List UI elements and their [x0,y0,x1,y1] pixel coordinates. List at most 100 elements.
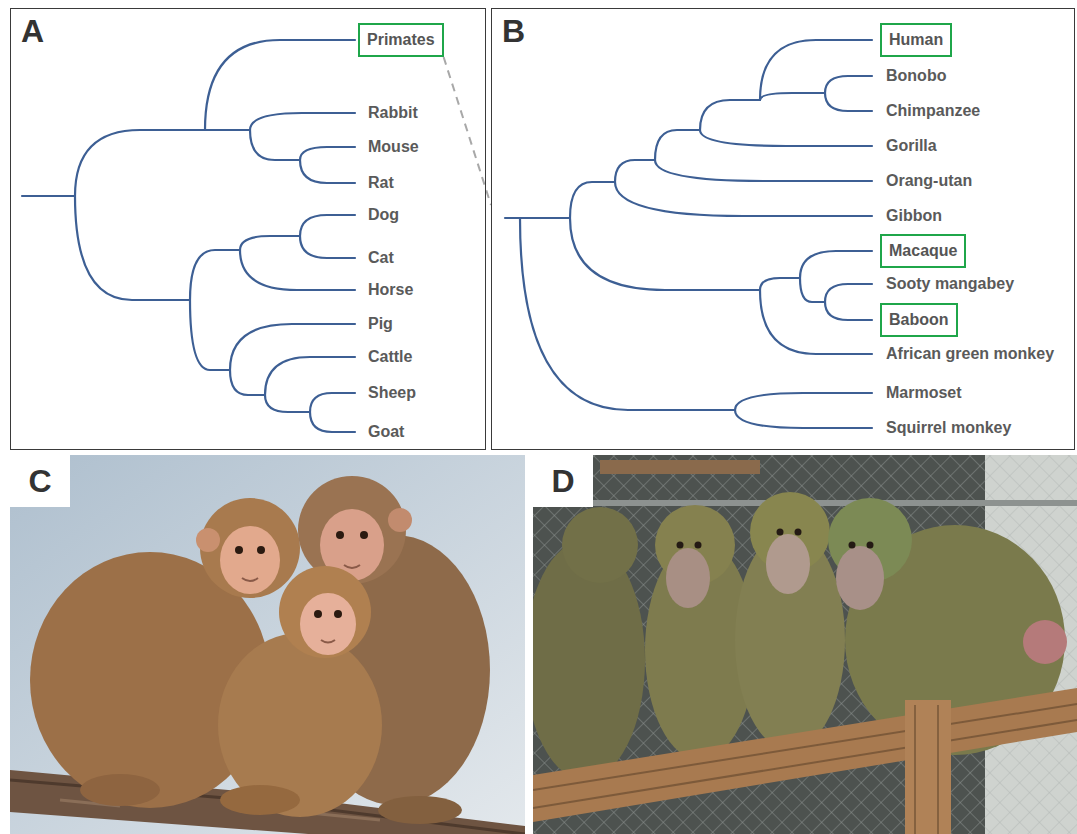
baboon-photo [849,542,856,549]
macaque-photo [218,633,382,817]
baboon-photo [777,529,784,536]
species-name: Macaque [889,241,957,261]
species-label: Goat [368,422,404,442]
baboon-photo [836,546,884,610]
panel-d: D [533,455,1077,834]
tree-b-branches [825,302,872,320]
species-label: Rat [368,173,394,193]
panel-c: C [10,455,525,834]
panel-a: Primates A [10,8,486,450]
macaque-photo [235,546,243,554]
tree-b-branches [700,130,872,146]
tree-a-branches [250,113,355,130]
label-slot: Gibbon [886,206,942,226]
tree-b-branches [505,217,520,219]
species-name: Human [889,30,943,50]
tree-b-branches [505,40,872,428]
tree-a-branches [205,129,250,131]
tree-b-branches [655,160,872,181]
species-label: Bonobo [886,66,946,86]
tree-a-branches [300,160,355,183]
tree-b-branches [760,40,872,100]
tree-a-branches [240,236,300,250]
tree-b-branches [800,251,872,278]
macaque-photo [300,593,356,655]
macaque-photo [279,566,371,658]
label-slot: Chimpanzee [886,101,980,121]
macaque-photo [344,565,360,568]
baboon-photo [600,460,760,474]
tree-b-branches [520,218,735,410]
species-name: Baboon [889,310,949,330]
label-slot: Rabbit [368,103,418,123]
highlight-box: Macaque [880,234,966,268]
tree-b-branches [655,130,700,160]
label-slot: Bonobo [886,66,946,86]
tree-b-branches [570,218,760,290]
macaque-photo [321,640,335,643]
label-slot: Pig [368,314,393,334]
label-slot: Rat [368,173,394,193]
tree-b-branches [735,410,872,428]
tree-a-branches [230,370,265,395]
macaque-photo [10,455,525,834]
species-label: Gibbon [886,206,942,226]
label-slot: Goat [368,422,404,442]
species-label: Chimpanzee [886,101,980,121]
species-label: Gorilla [886,136,937,156]
baboon-photo [533,704,1077,808]
tree-a-branches [300,215,355,236]
species-label: Rabbit [368,103,418,123]
panel-letter: A [21,13,44,49]
label-slot: Marmoset [886,383,962,403]
species-label: Squirrel monkey [886,418,1011,438]
macaque-photo [378,796,462,824]
macaque-photo [334,610,342,618]
tree-b-branches [615,182,872,216]
highlight-box: Human [880,23,952,57]
tree-b-branches [760,290,872,354]
baboon-photo [915,705,938,834]
tree-a-branches [205,40,355,130]
label-slot: Horse [368,280,413,300]
species-label: Horse [368,280,413,300]
baboon-photo [533,455,1077,834]
baboon-photo [562,507,638,583]
species-label: Sooty mangabey [886,274,1014,294]
label-slot: Squirrel monkey [886,418,1011,438]
species-label: Marmoset [886,383,962,403]
baboon-photo [735,530,845,750]
tree-b-branches [570,182,615,218]
panel-letter: D [533,455,593,507]
macaque-photo [10,455,525,834]
tree-a-branches [300,147,355,160]
label-slot: Sooty mangabey [886,274,1014,294]
species-name: Primates [367,30,435,50]
tree-b-branches [825,93,872,111]
tree-a-branches [75,196,190,300]
tree-a-branches [230,324,355,370]
baboon-photo [1023,620,1067,664]
baboon-photo [533,688,1077,822]
highlight-box: Primates [358,23,444,57]
species-label: Pig [368,314,393,334]
label-slot: Sheep [368,383,416,403]
tree-a-branches [250,130,300,160]
macaque-photo [257,546,265,554]
baboon-photo [905,700,951,834]
tree-b-branches [825,284,872,302]
tree-a-branches [75,130,205,196]
macaque-photo [388,508,412,532]
tree-b-branches [760,278,800,290]
tree-b-branches [520,217,570,219]
panel-b: HumanMacaqueBaboonB [491,8,1075,450]
species-label: Cattle [368,347,412,367]
tree-a-branches [265,357,355,395]
tree-a-branches [240,250,355,290]
baboon-photo [677,542,684,549]
species-label: Orang-utan [886,171,972,191]
macaque-photo [242,578,258,581]
species-label: Cat [368,248,394,268]
